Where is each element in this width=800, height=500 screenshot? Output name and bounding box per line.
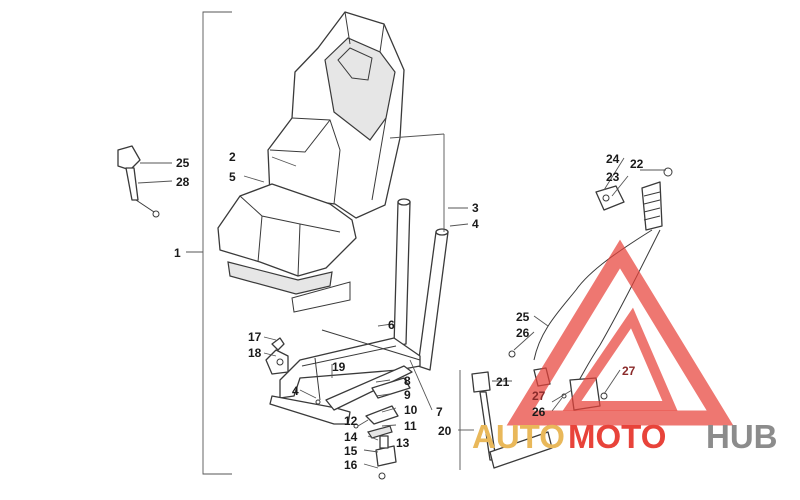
watermark-moto: MOTO <box>568 418 666 455</box>
callout-20: 20 <box>438 424 452 438</box>
callout-8: 8 <box>404 374 411 388</box>
callout-16: 16 <box>344 458 358 472</box>
callout-28: 28 <box>176 175 190 189</box>
callout-6: 6 <box>388 318 395 332</box>
callout-labels: 25 28 2 5 1 3 4 24 22 23 17 18 6 19 4 8 … <box>174 150 644 472</box>
callout-4: 4 <box>472 217 479 231</box>
watermark-triangle <box>506 239 734 426</box>
callout-27-right: 27 <box>622 364 636 378</box>
callout-4-lower: 4 <box>292 384 299 398</box>
callout-21: 21 <box>496 375 510 389</box>
callout-15: 15 <box>344 444 358 458</box>
seat-bracket-left <box>265 337 289 375</box>
watermark: AUTO MOTO HUB <box>472 239 778 455</box>
callout-13: 13 <box>396 436 410 450</box>
seat-cushion <box>217 183 357 313</box>
callout-26-lower: 26 <box>532 405 546 419</box>
callout-10: 10 <box>404 403 418 417</box>
callout-23: 23 <box>606 170 620 184</box>
callout-18: 18 <box>248 346 262 360</box>
watermark-hub: HUB <box>706 418 778 455</box>
callout-25: 25 <box>176 156 190 170</box>
callout-25-right: 25 <box>516 310 530 324</box>
callout-1: 1 <box>174 246 181 260</box>
callout-24: 24 <box>606 152 620 166</box>
callout-22: 22 <box>630 157 644 171</box>
callout-12: 12 <box>344 414 358 428</box>
seat-frame <box>269 198 449 425</box>
watermark-auto: AUTO <box>472 418 565 455</box>
group-bracket <box>186 11 232 475</box>
callout-2: 2 <box>229 150 236 164</box>
callout-27: 27 <box>532 389 546 403</box>
watermark-inner-triangle <box>562 307 678 411</box>
left-seatbelt-buckle <box>117 145 160 218</box>
callout-5: 5 <box>229 170 236 184</box>
slider-hardware <box>315 377 411 480</box>
callout-14: 14 <box>344 430 358 444</box>
callout-9: 9 <box>404 388 411 402</box>
callout-7: 7 <box>436 405 443 419</box>
leader-lines <box>137 133 666 470</box>
callout-19: 19 <box>332 360 346 374</box>
callout-11: 11 <box>404 419 417 433</box>
callout-3: 3 <box>472 201 479 215</box>
callout-26: 26 <box>516 326 530 340</box>
seat-backrest <box>267 11 405 219</box>
callout-17: 17 <box>248 330 262 344</box>
buckle-stalk <box>471 371 553 469</box>
